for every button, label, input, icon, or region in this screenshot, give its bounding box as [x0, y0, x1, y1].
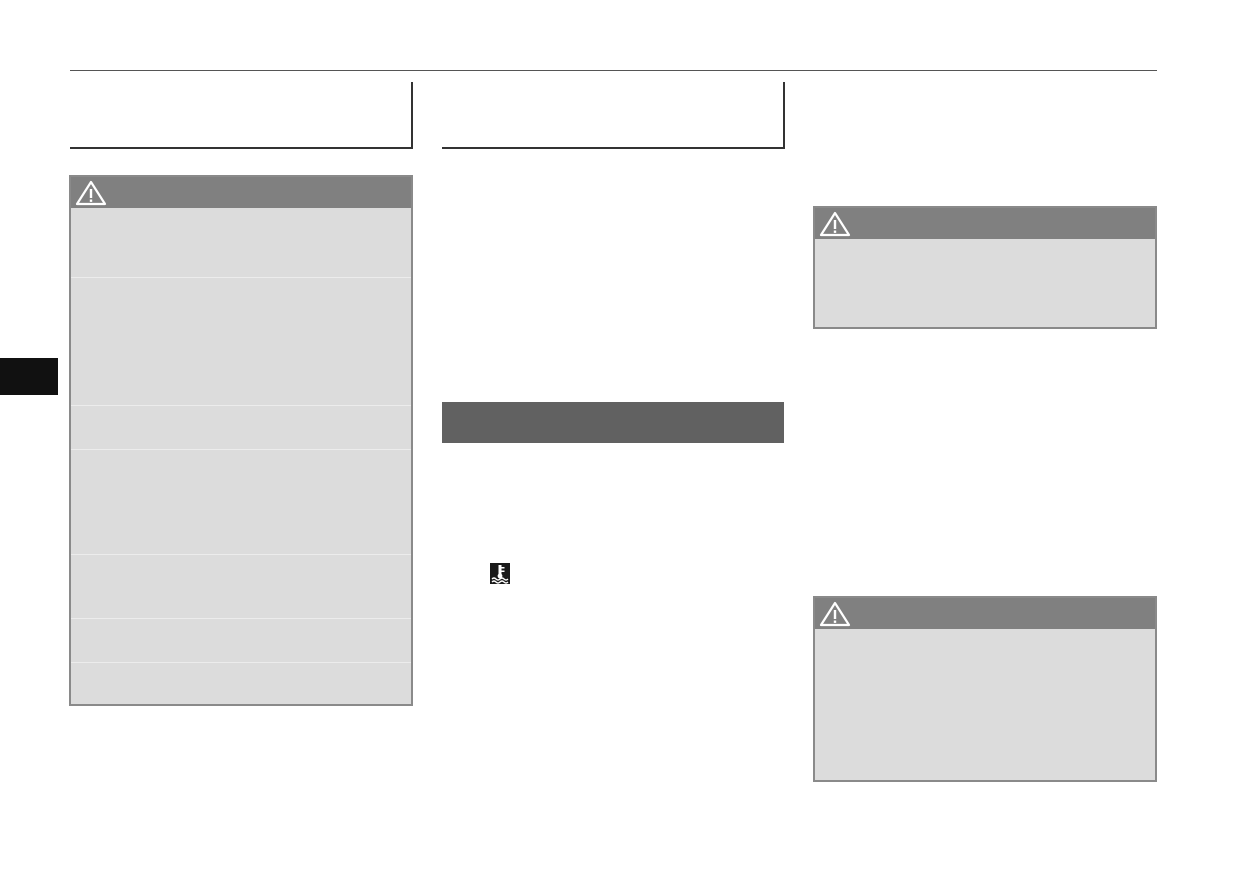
warning-box-left	[69, 175, 413, 706]
section-title-bar	[442, 402, 784, 443]
heading-box-left	[70, 82, 413, 149]
warning-item	[71, 619, 411, 663]
warning-box-right-bottom	[813, 596, 1157, 782]
top-rule	[70, 70, 1157, 71]
warning-item	[71, 406, 411, 450]
warning-item	[71, 663, 411, 704]
warning-item	[71, 208, 411, 278]
warning-header	[815, 208, 1155, 239]
warning-item	[71, 555, 411, 619]
coolant-temperature-icon	[490, 563, 510, 584]
warning-header	[71, 177, 411, 208]
chapter-tab	[0, 358, 58, 395]
warning-item	[71, 278, 411, 406]
warning-triangle-icon	[75, 180, 107, 206]
warning-header	[815, 598, 1155, 629]
heading-box-middle	[442, 82, 785, 149]
warning-box-right-top	[813, 206, 1157, 329]
warning-triangle-icon	[819, 601, 851, 627]
warning-triangle-icon	[819, 211, 851, 237]
warning-item	[71, 450, 411, 555]
